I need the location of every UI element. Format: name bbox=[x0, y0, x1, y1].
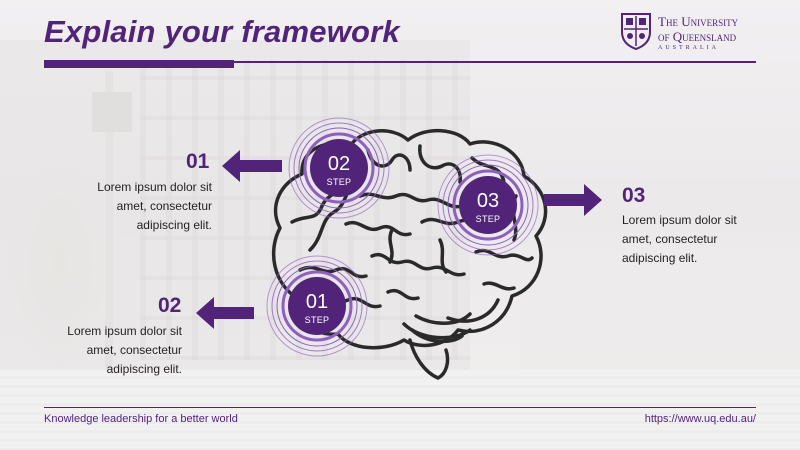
slide-title: Explain your framework bbox=[44, 14, 400, 49]
uq-crest-icon bbox=[621, 13, 651, 50]
item-text-line: adipiscing elit. bbox=[106, 362, 182, 376]
step-label: STEP bbox=[304, 315, 330, 325]
step-label: STEP bbox=[326, 177, 352, 187]
arrow-left-icon bbox=[222, 150, 282, 182]
footer-tagline: Knowledge leadership for a better world bbox=[44, 413, 238, 425]
logo-line-1: The University bbox=[658, 14, 739, 29]
logo-line-2: of Queensland bbox=[658, 29, 737, 44]
step-number: 03 bbox=[476, 190, 500, 212]
step-number: 02 bbox=[327, 153, 351, 175]
item-number-03: 03 bbox=[622, 184, 646, 207]
item-number-02: 02 bbox=[158, 294, 182, 317]
item-text-01: Lorem ipsum dolor sit amet, consectetur … bbox=[80, 178, 212, 235]
footer-url[interactable]: https://www.uq.edu.au/ bbox=[644, 413, 756, 425]
step-circle-01: 01 STEP bbox=[288, 277, 346, 335]
university-logo: The University of Queensland AUSTRALIA bbox=[620, 12, 760, 52]
title-underline bbox=[44, 61, 756, 63]
item-text-line: adipiscing elit. bbox=[136, 218, 212, 232]
item-text-line: adipiscing elit. bbox=[622, 251, 698, 265]
item-text-line: Lorem ipsum dolor sit bbox=[67, 324, 182, 338]
item-text-line: amet, consectetur bbox=[622, 232, 718, 246]
item-text-line: Lorem ipsum dolor sit bbox=[622, 213, 737, 227]
step-number: 01 bbox=[305, 291, 329, 313]
step-circle-03: 03 STEP bbox=[459, 176, 517, 234]
item-text-02: Lorem ipsum dolor sit amet, consectetur … bbox=[50, 322, 182, 379]
logo-line-3: AUSTRALIA bbox=[658, 45, 719, 51]
arrow-left-icon bbox=[196, 297, 254, 329]
footer-divider bbox=[44, 407, 756, 408]
item-text-line: amet, consectetur bbox=[116, 199, 212, 213]
title-accent-bar bbox=[44, 60, 234, 68]
item-number-01: 01 bbox=[186, 150, 210, 173]
item-text-03: Lorem ipsum dolor sit amet, consectetur … bbox=[622, 211, 762, 268]
step-label: STEP bbox=[475, 214, 501, 224]
arrow-right-icon bbox=[544, 184, 602, 216]
item-text-line: amet, consectetur bbox=[86, 343, 182, 357]
item-text-line: Lorem ipsum dolor sit bbox=[97, 180, 212, 194]
step-circle-02: 02 STEP bbox=[310, 139, 368, 197]
